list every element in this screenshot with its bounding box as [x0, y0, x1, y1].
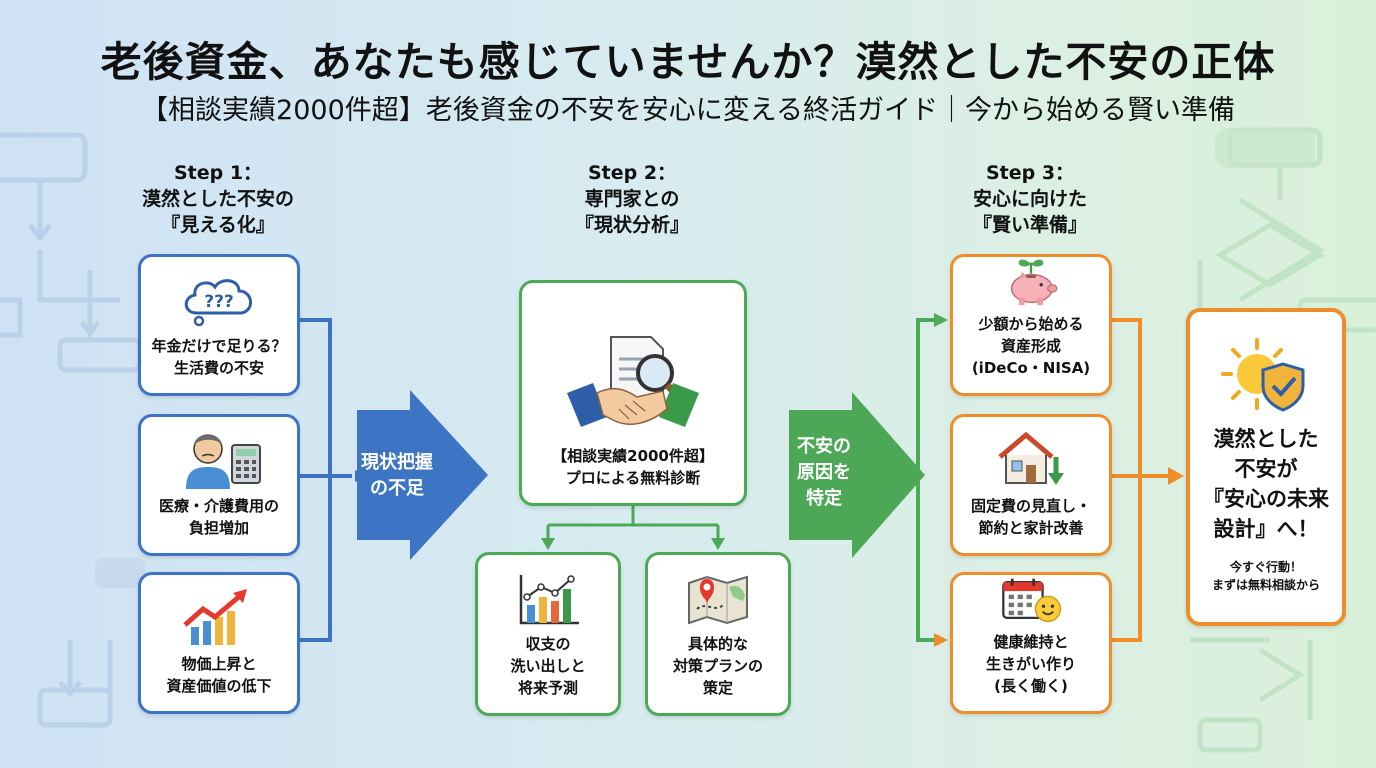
step3-box-health-purpose: 健康維持と生きがい作り(長く働く) — [950, 572, 1112, 714]
step1-box-inflation: 物価上昇と資産価値の低下 — [138, 572, 300, 714]
step3-box-asset-building: 少額から始める資産形成(iDeCo・NISA) — [950, 254, 1112, 396]
thought-cloud-icon: ??? — [184, 279, 252, 327]
step1-box-medical-costs: 医療・介護費用の負担増加 — [138, 414, 300, 556]
house-down-arrow-icon — [998, 431, 1064, 485]
page-subtitle: 【相談実績2000件超】老後資金の不安を安心に変える終活ガイド｜今から始める賢い… — [141, 95, 1235, 126]
step2-main-box-free-diagnosis: 【相談実績2000件超】プロによる無料診断 — [519, 280, 747, 506]
step3-heading: Step 3：安心に向けた『賢い準備』 — [972, 162, 1087, 236]
calendar-smile-icon — [1002, 578, 1062, 623]
step1-box-pension-worry: ??? 年金だけで足りる？生活費の不安 — [138, 254, 300, 396]
piggy-bank-sprout-icon — [1010, 259, 1058, 306]
arrow2-label: 不安の原因を特定 — [797, 436, 851, 509]
sun-shield-check-icon — [1221, 338, 1305, 412]
map-pin-icon — [688, 575, 748, 625]
page-title: 老後資金、あなたも感じていませんか？漠然とした不安の正体 — [100, 38, 1276, 86]
bar-chart-icon — [519, 575, 579, 625]
step3-box-cost-review: 固定費の見直し・節約と家計改善 — [950, 414, 1112, 556]
step2-box-action-plan: 具体的な対策プランの策定 — [645, 552, 791, 716]
rising-chart-icon — [183, 589, 247, 645]
handshake-document-magnifier-icon — [567, 336, 699, 427]
step1-heading: Step 1：漠然とした不安の『見える化』 — [141, 162, 294, 236]
step2-box-cashflow-forecast: 収支の洗い出しと将来予測 — [475, 552, 621, 716]
svg-text:???: ??? — [204, 292, 234, 312]
arrow1-label: 現状把握の不足 — [361, 452, 433, 499]
final-box-secure-future: 漠然とした不安が『安心の未来設計』へ！ 今すぐ行動！まずは無料相談から — [1186, 308, 1346, 626]
worried-person-calculator-icon — [186, 434, 261, 489]
step2-heading: Step 2：専門家との『現状分析』 — [574, 162, 689, 236]
